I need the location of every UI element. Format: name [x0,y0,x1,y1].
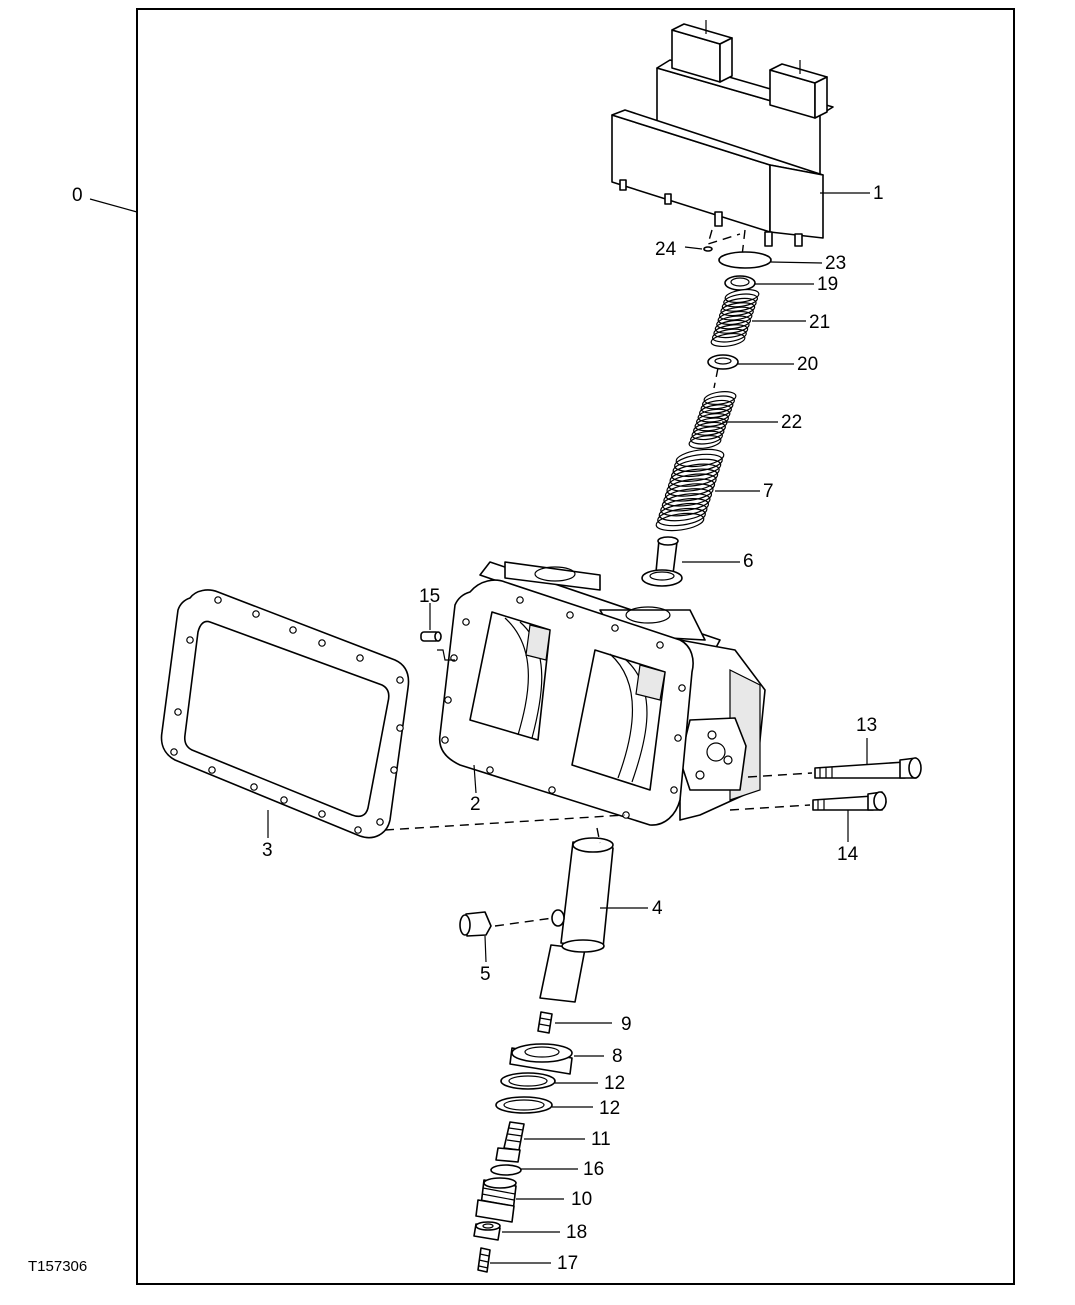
spring-coil [660,498,710,517]
spring-coil [717,311,753,325]
part-17-setscrew [477,1247,491,1273]
part-19-seat [724,275,756,291]
spring-coil [655,512,705,532]
callout-14: 14 [837,844,859,865]
callout-6: 6 [743,551,754,572]
spring-coil [721,297,757,312]
spring-coil [658,502,708,522]
spring-coil [702,395,735,410]
spring-coil [666,478,716,497]
part-12-shim-upper [500,1072,556,1090]
part-21-spring [710,289,760,347]
spring-coil [675,448,725,468]
spring-coil [669,468,719,487]
spring-coil [693,421,726,436]
callout-24: 24 [655,239,677,260]
spring-coil [716,315,752,330]
figure-code: T157306 [28,1258,87,1275]
callout-22: 22 [781,412,802,433]
callout-3: 3 [262,840,273,861]
spring-coil [672,458,722,478]
spring-coil [663,488,713,507]
callout-12: 12 [604,1073,625,1094]
callout-13: 13 [856,715,877,736]
spring-coil [670,463,720,482]
spring-coil [699,404,732,419]
spring-coil [688,435,722,449]
spring-coil [696,413,729,427]
callout-1: 1 [873,183,884,204]
part-13-bolt [814,757,922,779]
callout-12-second: 12 [599,1098,620,1119]
callout-0: 0 [72,185,83,206]
part-2-housing [438,561,766,826]
spring-coil [723,293,759,308]
part-22-spring [688,391,737,449]
spring-coil [674,453,723,473]
callout-16: 16 [583,1159,604,1180]
part-12-shim-lower [495,1096,553,1114]
spring-coil [697,408,731,423]
part-3-gasket [160,589,410,839]
callout-9: 9 [621,1014,632,1035]
callout-19: 19 [817,274,838,295]
part-6-spool [641,536,683,587]
part-1-valve-block [611,20,834,257]
spring-coil [720,302,756,317]
callout-17: 17 [557,1253,578,1274]
spring-coil [661,493,711,512]
part-7-spring [655,448,725,532]
spring-coil [713,324,749,339]
part-15-pin [420,631,455,661]
spring-coil [700,399,734,414]
callout-2: 2 [470,794,481,815]
callout-20: 20 [797,354,818,375]
part-20-spring-seat [707,354,739,370]
spring-coil [657,507,706,527]
part-10-plug [475,1177,517,1223]
callout-10: 10 [571,1189,592,1210]
spring-coil [714,319,750,334]
callout-21: 21 [809,312,830,333]
diagram-border [136,8,1015,1285]
part-5-plug [459,911,492,937]
callout-18: 18 [566,1222,587,1243]
part-16-o-ring [490,1164,522,1176]
part-4-piston [539,827,614,1003]
spring-coil [710,333,746,347]
callout-23: 23 [825,253,846,274]
part-8-cap [509,1043,573,1075]
spring-coil [667,473,717,492]
callout-11: 11 [591,1129,611,1150]
part-11-screw [495,1121,525,1163]
part-23-o-ring [718,251,772,269]
callout-7: 7 [763,481,774,502]
spring-coil [664,483,714,502]
callout-8: 8 [612,1046,623,1067]
spring-coil [691,426,725,441]
part-9-screw [537,1011,553,1034]
spring-coil [711,328,747,343]
part-14-bolt [812,791,887,811]
part-18-nut [473,1221,501,1241]
callout-15: 15 [419,586,440,607]
spring-coil [690,430,723,445]
callout-4: 4 [652,898,663,919]
callout-5: 5 [480,964,491,985]
spring-coil [718,306,754,321]
part-24-small-seal [703,246,713,252]
